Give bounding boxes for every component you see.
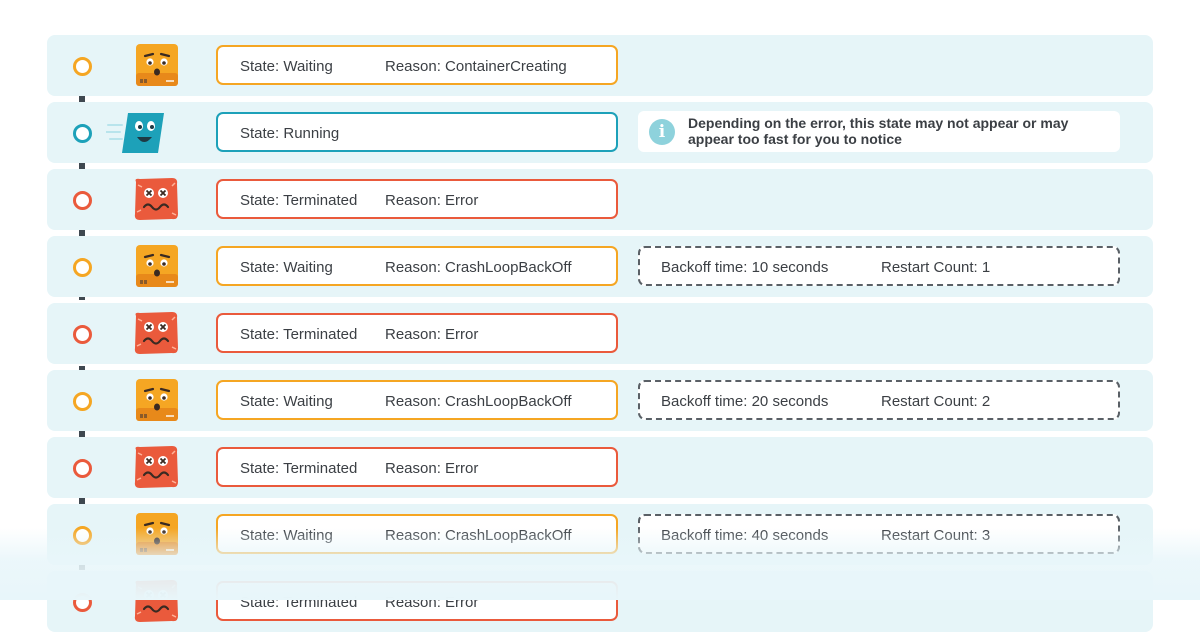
state-label: State: Running	[240, 125, 340, 142]
state-label: State: Terminated	[240, 326, 358, 343]
reason-label: Reason: Error	[385, 192, 479, 209]
timeline-node-running	[73, 124, 92, 143]
restart-count-label: Restart Count: 2	[881, 393, 991, 410]
timeline-node-terminated	[73, 459, 92, 478]
timeline-node-terminated	[73, 325, 92, 344]
state-box: State: Waiting Reason: ContainerCreating	[216, 45, 618, 85]
crashed-container-icon	[132, 444, 180, 490]
reason-label: Reason: CrashLoopBackOff	[385, 259, 572, 276]
state-box: State: Terminated Reason: Error	[216, 447, 618, 487]
state-label: State: Terminated	[240, 460, 358, 477]
state-label: State: Waiting	[240, 259, 333, 276]
backoff-time-label: Backoff time: 10 seconds	[661, 259, 829, 276]
reason-label: Reason: Error	[385, 460, 479, 477]
state-label: State: Terminated	[240, 192, 358, 209]
state-box: State: Waiting Reason: CrashLoopBackOff	[216, 246, 618, 286]
backoff-box: Backoff time: 20 seconds Restart Count: 2	[638, 380, 1120, 420]
state-box: State: Running	[216, 112, 618, 152]
restart-count-label: Restart Count: 1	[881, 259, 991, 276]
worried-container-icon	[135, 244, 179, 288]
state-box: State: Terminated Reason: Error	[216, 313, 618, 353]
crashed-container-icon	[132, 176, 180, 222]
bottom-fade-overlay	[0, 528, 1200, 600]
timeline-node-waiting	[73, 57, 92, 76]
info-note-text: Depending on the error, this state may n…	[688, 115, 1069, 147]
state-label: State: Waiting	[240, 393, 333, 410]
running-container-icon	[105, 111, 166, 155]
reason-label: Reason: Error	[385, 326, 479, 343]
crashed-container-icon	[132, 310, 180, 356]
reason-label: Reason: ContainerCreating	[385, 58, 567, 75]
info-icon: i	[649, 119, 675, 145]
worried-container-icon	[135, 378, 179, 422]
state-label: State: Waiting	[240, 58, 333, 75]
state-box: State: Terminated Reason: Error	[216, 179, 618, 219]
backoff-box: Backoff time: 10 seconds Restart Count: 1	[638, 246, 1120, 286]
info-note: i Depending on the error, this state may…	[638, 111, 1120, 152]
timeline-node-terminated	[73, 191, 92, 210]
backoff-time-label: Backoff time: 20 seconds	[661, 393, 829, 410]
worried-container-icon	[135, 43, 179, 87]
timeline-node-waiting	[73, 258, 92, 277]
state-box: State: Waiting Reason: CrashLoopBackOff	[216, 380, 618, 420]
timeline-node-waiting	[73, 392, 92, 411]
reason-label: Reason: CrashLoopBackOff	[385, 393, 572, 410]
